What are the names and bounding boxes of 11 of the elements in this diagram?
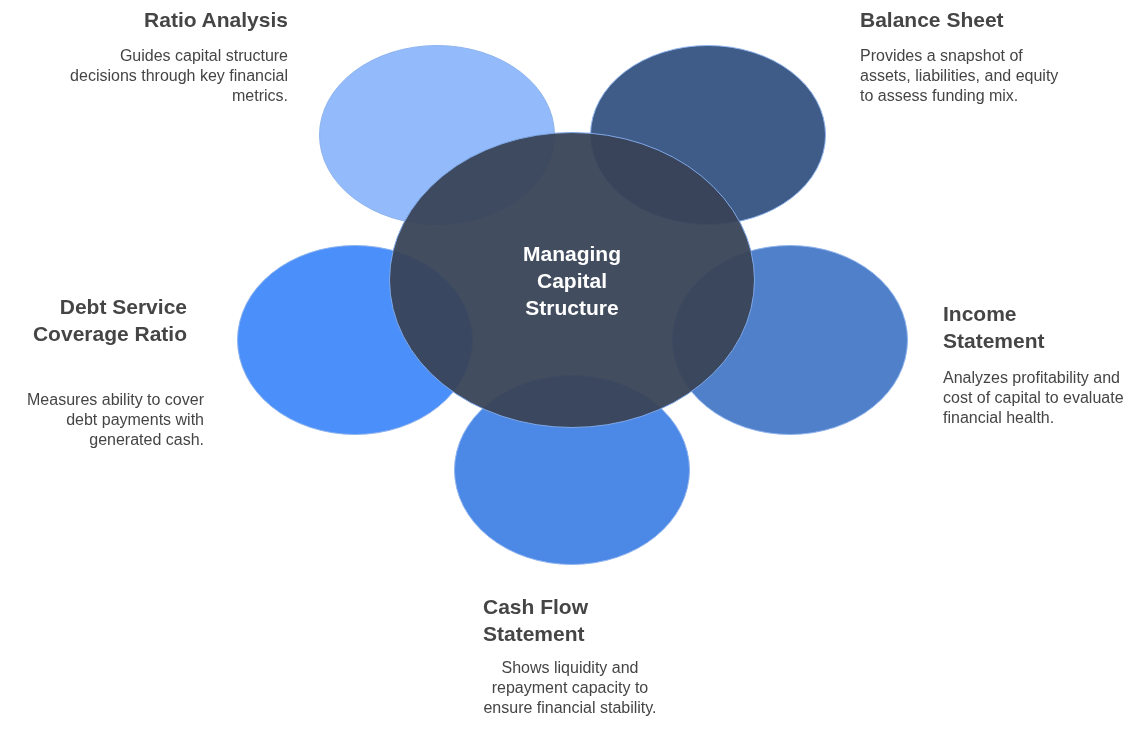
heading: Balance Sheet [860, 7, 1005, 33]
description: Analyzes profitability and cost of capital to evaluate financial health. [943, 368, 1125, 428]
heading: Income Statement [943, 301, 1046, 354]
description: Provides a snapshot of assets, liabilities, and equity to assess funding mix. [860, 46, 1060, 106]
description: Guides capital structure decisions through key financial metrics. [69, 46, 288, 106]
heading: Ratio Analysis [143, 7, 288, 33]
description: Shows liquidity and repayment capacity to ensure financial stability. [482, 658, 658, 718]
heading: Cash Flow Statement [483, 594, 589, 647]
description: Measures ability to cover debt payments with generated cash. [26, 390, 204, 450]
center-title: Managing Capital Structure [522, 240, 622, 321]
heading: Debt Service Coverage Ratio [31, 294, 187, 347]
